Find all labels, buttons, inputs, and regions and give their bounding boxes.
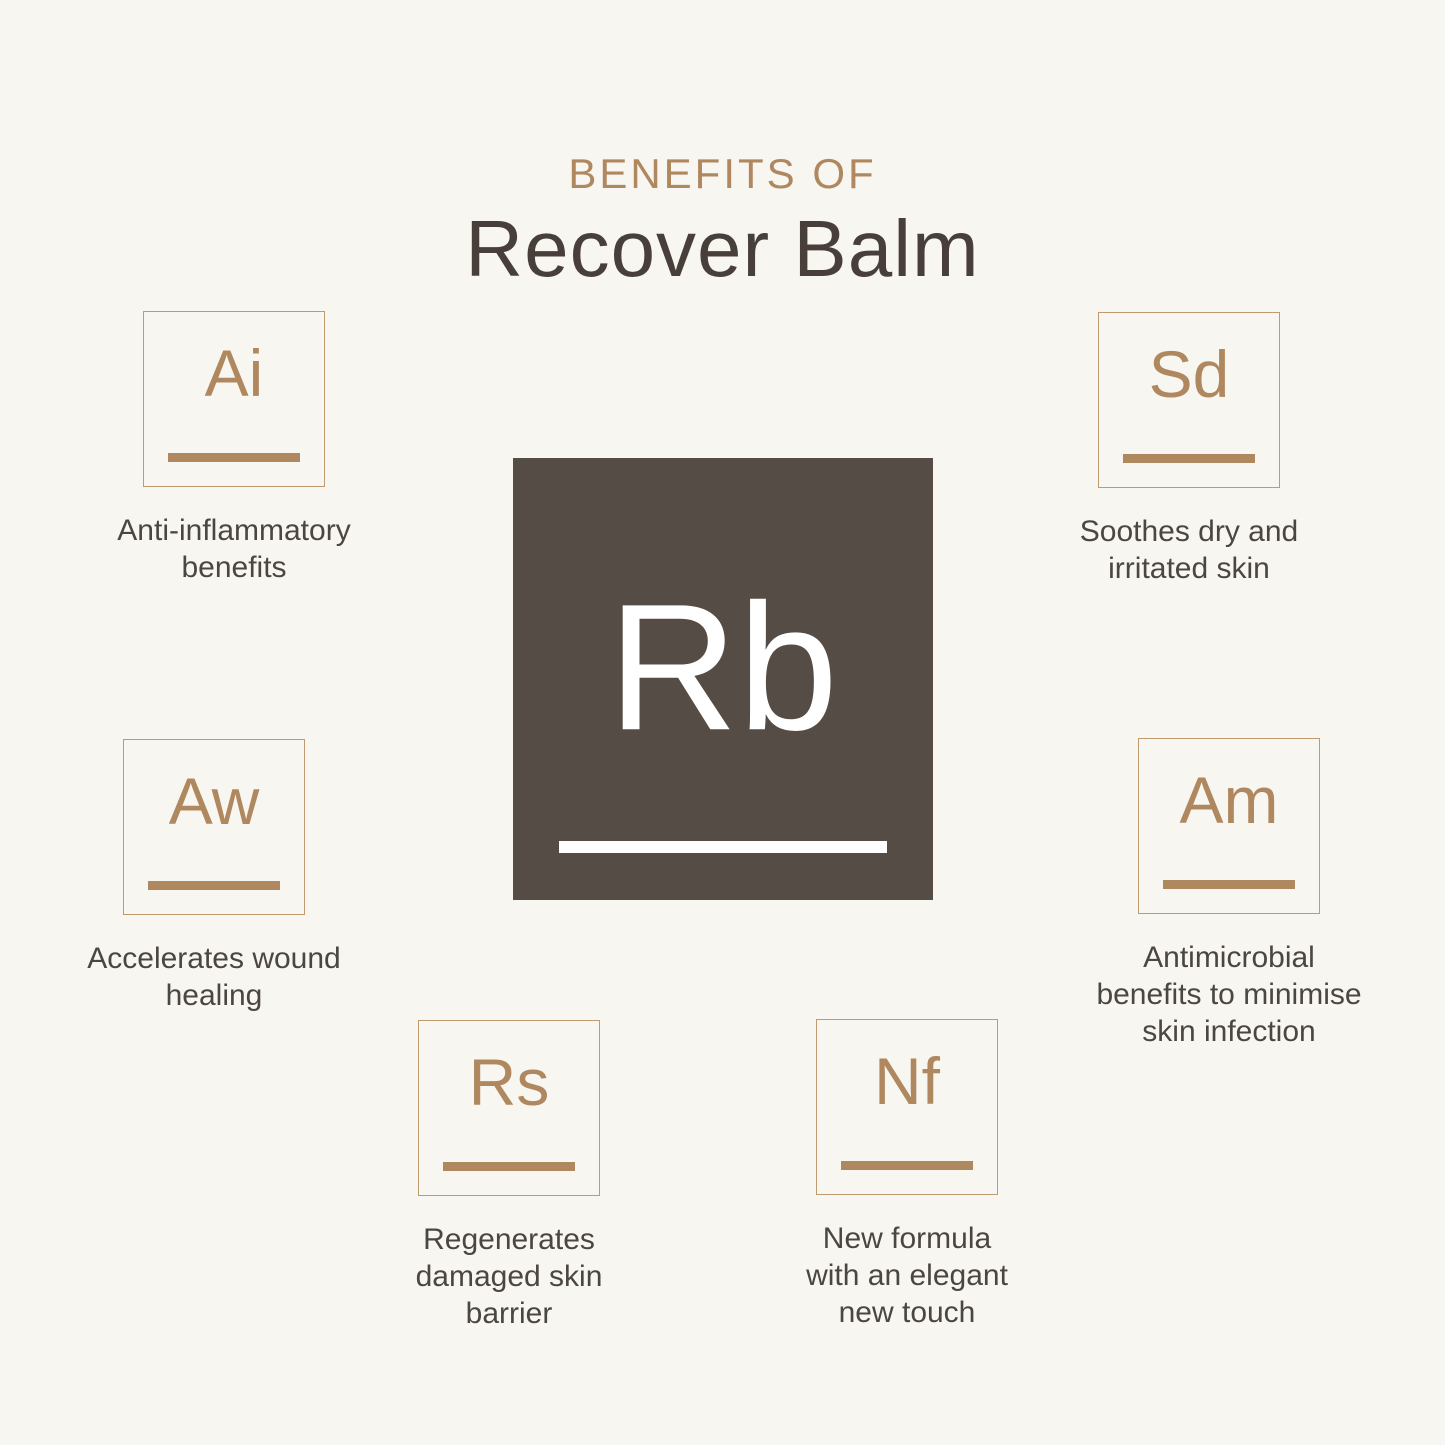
benefit-caption: Accelerates wound healing bbox=[87, 942, 341, 1012]
page-title: Recover Balm bbox=[465, 204, 980, 293]
element-underline-bar bbox=[1123, 454, 1255, 463]
element-symbol: Nf bbox=[874, 1044, 940, 1118]
element-box: Aw bbox=[123, 739, 305, 915]
center-product-tile: Rb bbox=[513, 458, 933, 900]
element-underline-bar bbox=[148, 881, 280, 890]
element-symbol: Sd bbox=[1148, 337, 1230, 411]
element-underline-bar bbox=[1163, 880, 1295, 889]
center-underline-bar bbox=[559, 841, 887, 853]
center-element-symbol: Rb bbox=[607, 567, 839, 769]
element-underline-bar bbox=[168, 453, 300, 462]
element-symbol: Rs bbox=[468, 1045, 550, 1119]
element-box: Rs bbox=[418, 1020, 600, 1196]
kicker-text: BENEFITS OF bbox=[568, 150, 877, 197]
benefit-card-antimicrobial: Am Antimicrobial benefits to minimise sk… bbox=[1096, 738, 1362, 1048]
element-box: Nf bbox=[816, 1019, 998, 1195]
benefit-caption: Regenerates damaged skin barrier bbox=[415, 1223, 603, 1330]
element-symbol: Ai bbox=[204, 336, 264, 410]
benefit-card-wound-healing: Aw Accelerates wound healing bbox=[87, 739, 341, 1012]
benefit-card-anti-inflammatory: Ai Anti-inflammatory benefits bbox=[117, 311, 351, 584]
benefit-card-regenerates-barrier: Rs Regenerates damaged skin barrier bbox=[416, 1020, 602, 1330]
element-box: Ai bbox=[143, 311, 325, 487]
element-underline-bar bbox=[443, 1162, 575, 1171]
benefit-caption: New formula with an elegant new touch bbox=[806, 1222, 1008, 1329]
element-box: Am bbox=[1138, 738, 1320, 914]
benefit-caption: Soothes dry and irritated skin bbox=[1079, 515, 1299, 585]
benefit-card-soothes-dry: Sd Soothes dry and irritated skin bbox=[1080, 312, 1298, 585]
benefit-caption: Antimicrobial benefits to minimise skin … bbox=[1096, 941, 1362, 1048]
element-box: Sd bbox=[1098, 312, 1280, 488]
element-underline-bar bbox=[841, 1161, 973, 1170]
benefit-card-new-formula: Nf New formula with an elegant new touch bbox=[806, 1019, 1008, 1329]
element-symbol: Am bbox=[1179, 763, 1279, 837]
benefit-caption: Anti-inflammatory benefits bbox=[117, 514, 351, 584]
element-symbol: Aw bbox=[168, 764, 260, 838]
